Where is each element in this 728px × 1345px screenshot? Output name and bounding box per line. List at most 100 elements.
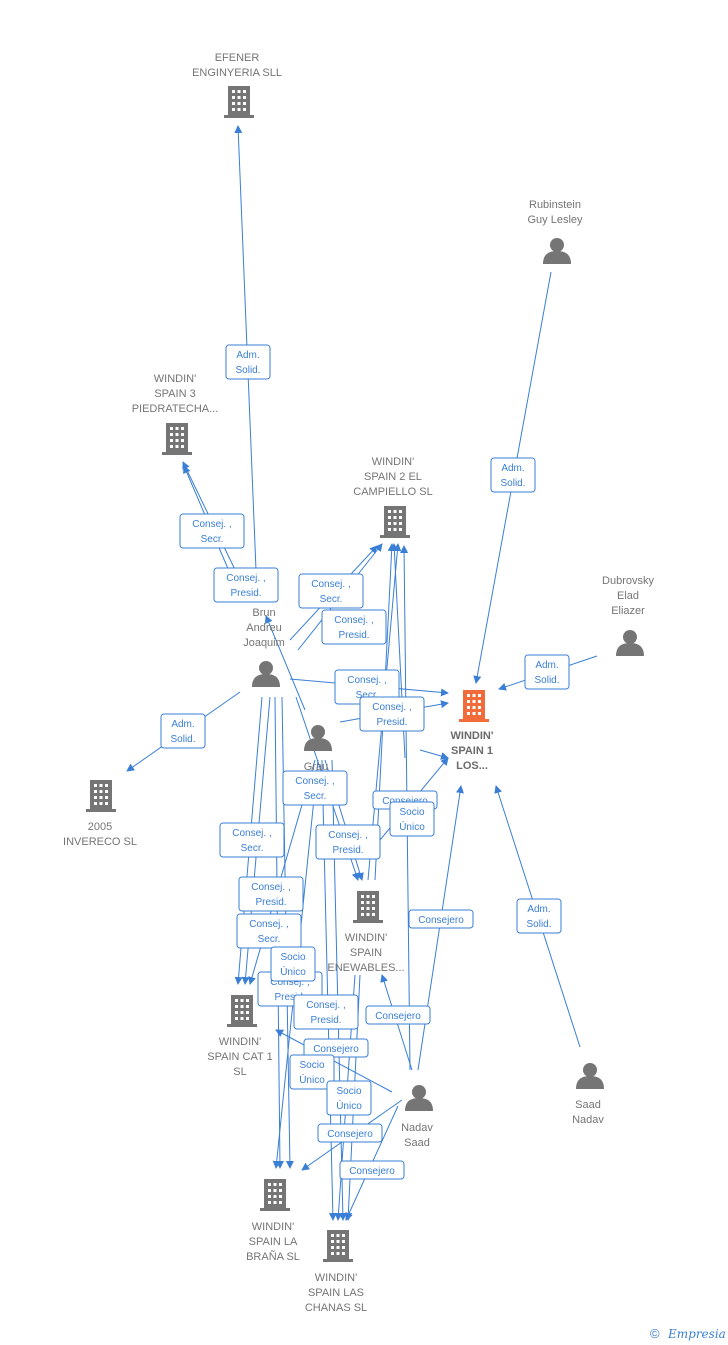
node-label: SPAIN CAT 1 [207, 1051, 272, 1063]
node-label: Brun [252, 607, 275, 619]
node-label: SPAIN LA [249, 1236, 298, 1248]
node-label: PIEDRATECHA... [132, 403, 219, 415]
role-text: Solid. [534, 675, 559, 686]
role-box [516, 898, 562, 934]
footer-brand[interactable]: © Empresia [650, 1326, 726, 1341]
building-icon [224, 86, 254, 118]
building-icon [227, 995, 257, 1027]
node-label: SPAIN 3 [154, 388, 195, 400]
building-icon [86, 780, 116, 812]
role-text: Consej. , [226, 573, 265, 584]
role-box [321, 609, 387, 645]
role-label: Adm. Solid. [524, 654, 570, 690]
node-grau[interactable]: Grau [304, 725, 332, 773]
node-label: 2005 [88, 821, 112, 833]
person-icon [543, 238, 571, 264]
role-box [389, 801, 435, 837]
role-label: Adm.Solid. [160, 713, 206, 749]
role-text: Único [399, 820, 425, 833]
role-text: Solid. [500, 478, 525, 489]
node-label: ENEWABLES... [327, 962, 404, 974]
node-label: INVERECO SL [63, 836, 137, 848]
role-box [365, 1005, 431, 1025]
node-label: Nadav [401, 1122, 433, 1134]
node-label: Saad [575, 1099, 601, 1111]
role-text: Presid. [274, 992, 305, 1003]
role-label: Consejero [317, 1123, 383, 1143]
person-icon [616, 630, 644, 656]
role-text: Único [299, 1073, 325, 1086]
role-label: Consejero [365, 1005, 431, 1025]
role-text: Consej. , [372, 702, 411, 713]
role-text: Secr. [241, 843, 264, 854]
role-text: Consej. , [249, 919, 288, 930]
node-ws3[interactable]: WINDIN'SPAIN 3PIEDRATECHA... [132, 373, 219, 455]
role-text: Adm. [535, 660, 558, 671]
role-label: Adm. Solid. [490, 457, 536, 493]
role-box [408, 909, 474, 929]
role-text: Secr. [201, 534, 224, 545]
role-box [270, 946, 316, 982]
node-label: WINDIN' [372, 456, 414, 468]
role-text: Socio [299, 1060, 324, 1071]
role-text: Secr. [304, 791, 327, 802]
role-text: Secr. [356, 690, 379, 701]
role-text: Consejero [375, 1011, 421, 1022]
node-ws1[interactable]: WINDIN'SPAIN 1LOS... [451, 690, 494, 772]
role-text: Consej. , [306, 1000, 345, 1011]
role-text: Presid. [338, 630, 369, 641]
role-text: Presid. [376, 717, 407, 728]
role-box [298, 573, 364, 609]
building-icon [323, 1230, 353, 1262]
node-label: Saad [404, 1137, 430, 1149]
role-box [225, 344, 271, 380]
node-wscat[interactable]: WINDIN'SPAIN CAT 1SL [207, 995, 273, 1078]
role-box [293, 994, 359, 1030]
role-text: Consejero [418, 915, 464, 926]
role-text: Único [336, 1099, 362, 1112]
person-icon [576, 1063, 604, 1089]
role-text: Consej. , [232, 828, 271, 839]
role-text: Consej. , [270, 977, 309, 988]
role-label: Consejero [339, 1160, 405, 1180]
role-label: Consej. , Presid. [359, 696, 425, 732]
role-labels: Adm.Solid.Adm.Solid.Consej. ,Secr.Consej… [160, 344, 570, 1180]
person-icon [304, 725, 332, 751]
role-text: Presid. [255, 897, 286, 908]
person-icon [405, 1085, 433, 1111]
node-wsr[interactable]: WINDIN'SPAINENEWABLES... [327, 891, 405, 974]
role-label: Consej. ,Presid. [213, 567, 279, 603]
role-label: Adm.Solid. [516, 898, 562, 934]
building-icon [162, 423, 192, 455]
role-label: Consej. ,Secr. [236, 913, 302, 949]
role-text: Consej. , [295, 776, 334, 787]
node-label: SPAIN 1 [451, 745, 493, 757]
role-box [179, 513, 245, 549]
role-text: Consej. , [192, 519, 231, 530]
role-box [326, 1080, 372, 1116]
role-text: Consejero [313, 1044, 359, 1055]
role-text: Consej. , [334, 615, 373, 626]
node-label: Dubrovsky [602, 575, 654, 587]
role-text: Adm. [501, 463, 524, 474]
role-box [238, 876, 304, 912]
role-text: Único [280, 965, 306, 978]
node-label: WINDIN' [451, 730, 494, 742]
node-label: SPAIN LAS [308, 1287, 364, 1299]
role-box [289, 1054, 335, 1090]
node-label: Eliazer [611, 605, 645, 617]
